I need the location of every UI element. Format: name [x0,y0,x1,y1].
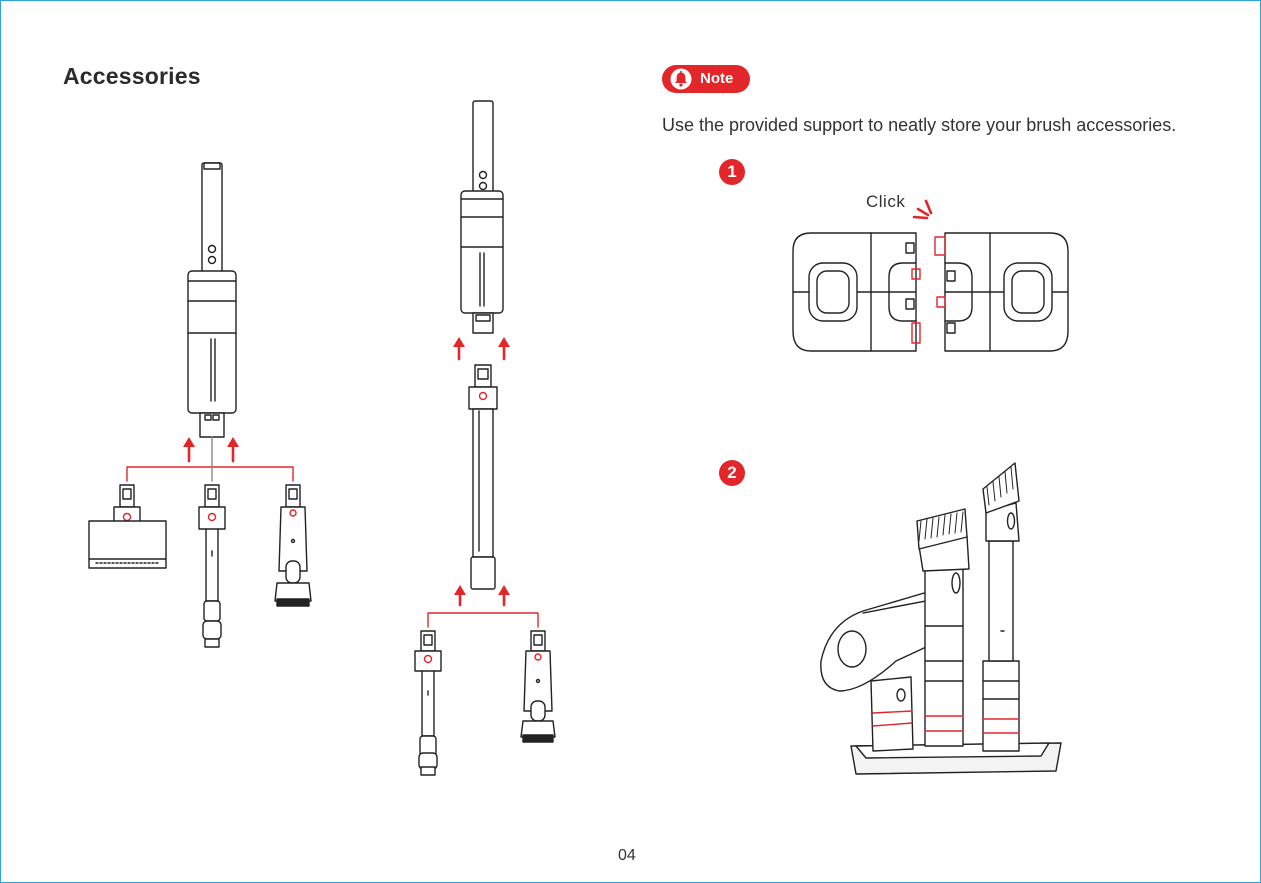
arrow-up-icon [453,337,510,359]
support-plate-left [793,233,920,351]
connector-bracket [127,437,293,481]
mounted-round-brush [917,509,969,746]
arrow-up-icon [183,437,239,461]
connector-bracket [428,613,538,627]
accessory-crevice-long-2 [415,631,441,775]
accessory-crevice-long [199,485,225,647]
support-plate-right [935,233,1068,351]
accessory-round-brush-2 [521,631,555,742]
mounted-wide-brush [821,591,939,751]
extension-tube [469,365,497,589]
accessory-round-brush [275,485,311,606]
click-indicator [914,201,931,218]
accessory-wide-brush [89,485,166,568]
handheld-extension-illustration [461,101,503,333]
mounted-crevice-tube [983,463,1019,751]
handheld-vacuum-illustration [188,163,236,437]
